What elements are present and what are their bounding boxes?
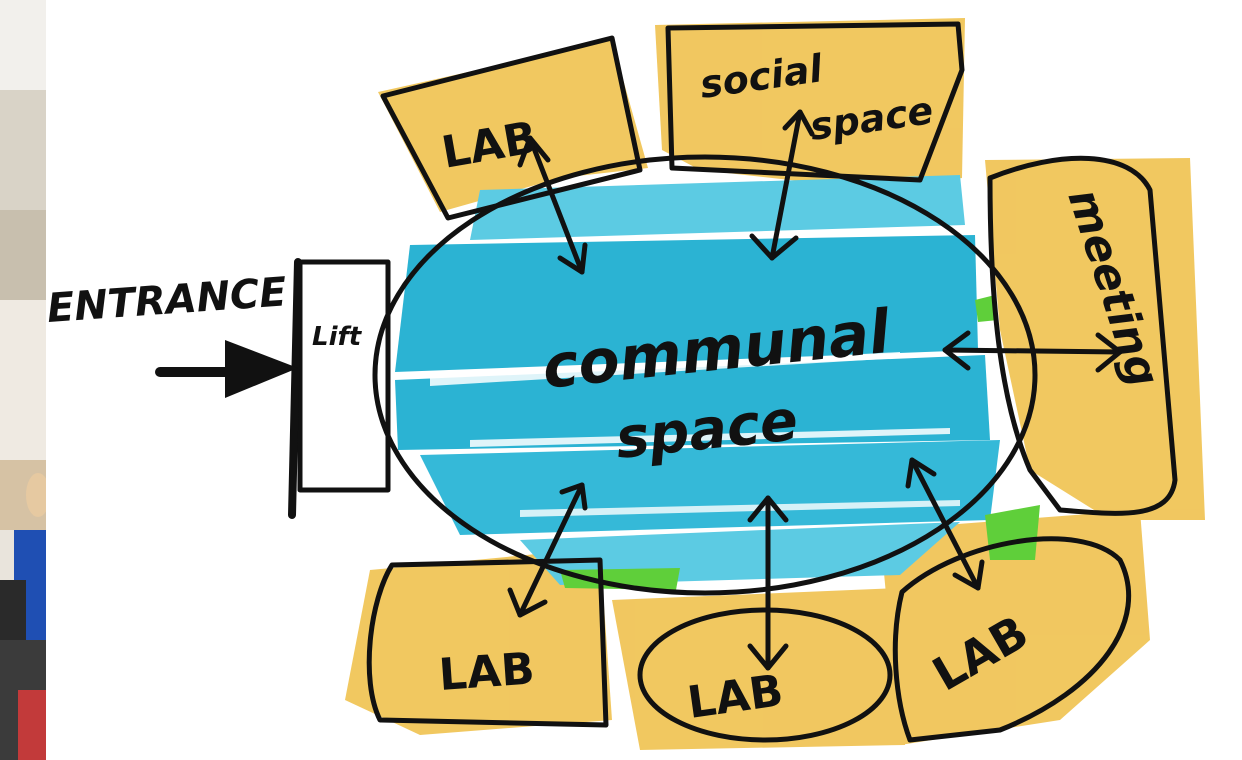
lab-bottom-left-outline — [366, 557, 609, 728]
wash-lab-bottom-left — [345, 548, 612, 735]
lab-bottom-center-outline — [637, 607, 893, 743]
white-streak-3 — [520, 500, 960, 517]
wash-meeting — [985, 158, 1205, 520]
arrow-lab-bottom-right — [905, 457, 985, 591]
photo-strip — [0, 0, 46, 760]
social-space-outline — [665, 21, 965, 183]
lab-bottom-right-outline — [892, 536, 1132, 743]
arrow-lab-top-left — [517, 135, 588, 275]
blue-wash-group — [395, 175, 1040, 590]
entrance-label: ENTRANCE — [45, 269, 288, 332]
arrow-meeting — [942, 330, 1123, 373]
arrow-social-space — [749, 109, 815, 261]
wash-lab-bottom-right — [880, 510, 1150, 745]
communal-space-outline — [372, 154, 1038, 596]
green-accent-2 — [985, 505, 1040, 560]
wash-social-space — [655, 18, 965, 190]
arrow-lab-bottom-left — [507, 482, 588, 618]
wash-lab-top-left — [378, 40, 648, 212]
lift-box-outline — [297, 259, 391, 493]
blue-wash-band-2 — [395, 235, 978, 372]
lab-bottom-left-label: LAB — [437, 643, 536, 701]
meeting-outline — [987, 155, 1178, 516]
photo-crop-icon — [0, 0, 46, 760]
white-streak-2 — [470, 428, 950, 447]
lab-top-left-outline — [380, 35, 643, 221]
green-accent-1 — [560, 568, 680, 590]
ink-outlines — [288, 21, 1178, 743]
connector-arrows — [507, 109, 1123, 671]
wash-lab-bottom-center — [612, 588, 905, 750]
lift-box-left-heavy — [288, 258, 302, 519]
yellow-wash-group — [345, 18, 1205, 750]
arrow-lab-bottom-center — [747, 495, 789, 671]
blue-wash-band-1 — [470, 175, 965, 240]
white-streak-1 — [430, 352, 900, 386]
entrance-arrow — [155, 340, 298, 398]
lift-label: Lift — [312, 322, 363, 352]
